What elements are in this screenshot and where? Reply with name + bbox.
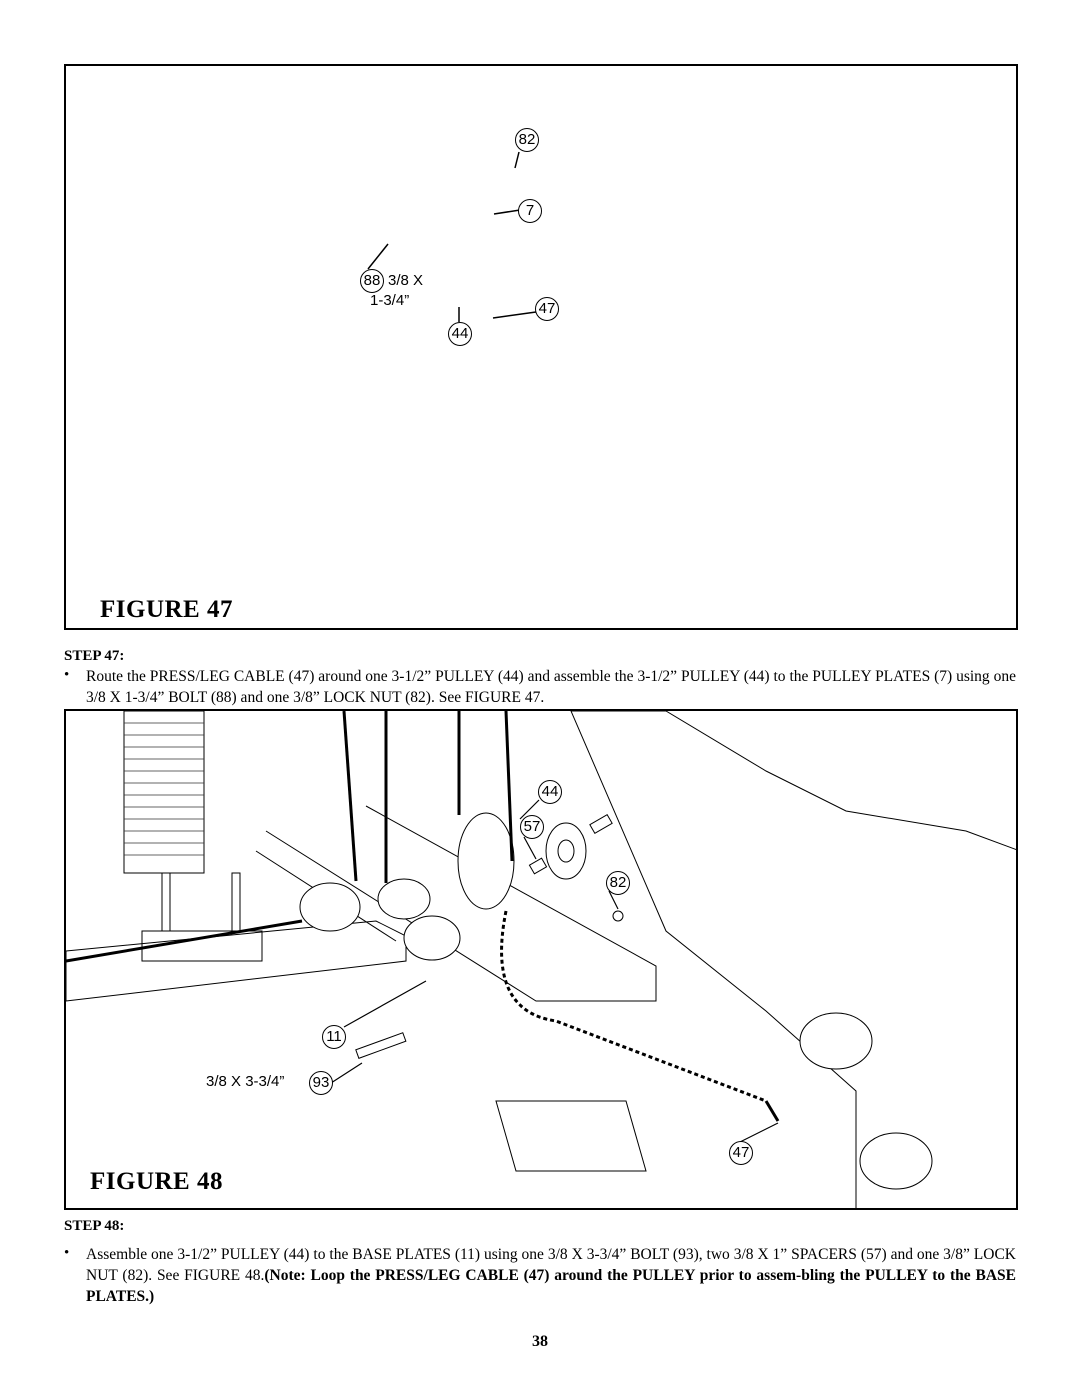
- guide-rod-left: [161, 872, 171, 934]
- callout-82: 82: [515, 128, 539, 152]
- figure-47-leader-lines: [367, 151, 537, 322]
- pulley-b: [377, 878, 431, 920]
- page-number: 38: [532, 1333, 548, 1350]
- step-47-bullet: •: [64, 667, 70, 683]
- step-47-text: Route the PRESS/LEG CABLE (47) around on…: [86, 668, 1016, 706]
- callout-88: 88: [360, 269, 384, 293]
- leg-pad: [799, 1012, 873, 1070]
- bolt-93: [355, 1032, 407, 1059]
- spacer-57: [528, 857, 548, 875]
- callout-47: 47: [535, 297, 559, 321]
- cable-path-dashed: [500, 910, 767, 1103]
- step-48-text-normal: Assemble one 3-1/2” PULLEY (44) to the B…: [86, 1246, 1016, 1284]
- callout-82: 82: [606, 871, 630, 895]
- figure-48-drawing: [66, 711, 1016, 1208]
- callout-57: 57: [520, 815, 544, 839]
- figure-47-box: 82 7 88 3/8 X 1-3/4” 47 44 FIGURE 47: [64, 64, 1018, 630]
- callout-7: 7: [518, 199, 542, 223]
- figure-48-label: FIGURE 48: [90, 1168, 223, 1195]
- step-47-title: STEP 47:: [64, 648, 125, 664]
- pulley-main: [457, 812, 515, 910]
- step-48-text: Assemble one 3-1/2” PULLEY (44) to the B…: [86, 1244, 1016, 1307]
- callout-93: 93: [309, 1071, 333, 1095]
- callout-11: 11: [322, 1025, 346, 1049]
- pulley-c: [403, 915, 461, 961]
- callout-44: 44: [538, 780, 562, 804]
- figure-48-box: 44 57 82 11 3/8 X 3-3/4” 93 47 FIGURE 48: [64, 709, 1018, 1210]
- lock-nut-82: [612, 910, 624, 922]
- cable-segment-1: [342, 711, 358, 882]
- step-48-bullet: •: [64, 1245, 70, 1261]
- spacer-57b: [589, 813, 613, 835]
- step-48-note: (Note: Loop the PRESS/LEG CABLE (47) aro…: [86, 1267, 1016, 1305]
- guide-rod-right: [231, 872, 241, 934]
- callout-47: 47: [729, 1141, 753, 1165]
- step-48-title: STEP 48:: [64, 1218, 125, 1234]
- bolt-size-label: 3/8 X 3-3/4”: [206, 1073, 285, 1090]
- weight-stack: [123, 711, 205, 874]
- bolt-size-line2: 1-3/4”: [370, 292, 410, 309]
- leg-pad-lower: [859, 1132, 933, 1190]
- figure-47-label: FIGURE 47: [100, 596, 233, 623]
- foot-plate: [495, 1100, 647, 1172]
- pulley-a: [299, 882, 361, 932]
- callout-44: 44: [448, 322, 472, 346]
- bolt-size-line1: 3/8 X: [388, 272, 424, 289]
